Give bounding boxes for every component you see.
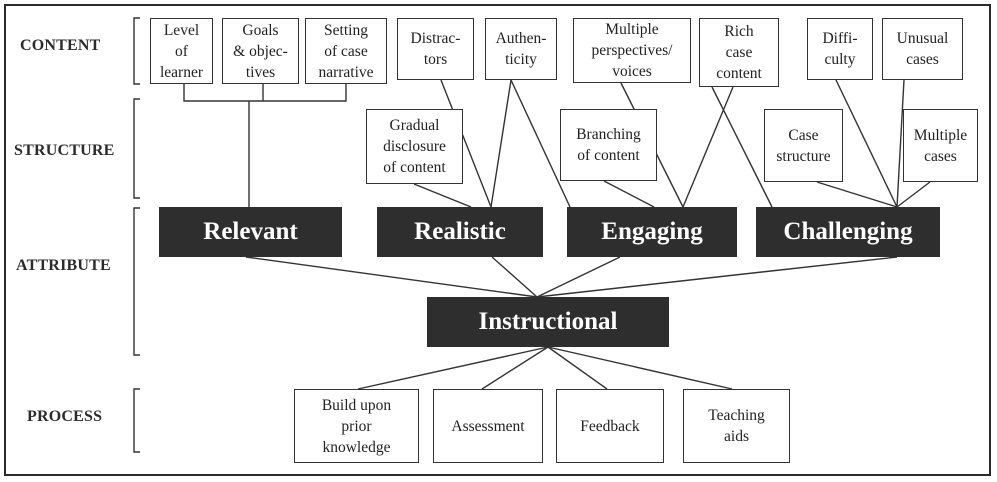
- content-box-rich-case-content: Rich case content: [699, 18, 779, 87]
- connector-rich-engaging: [682, 86, 734, 208]
- attribute-realistic: Realistic: [377, 207, 543, 257]
- connector-difficulty-challenging: [835, 79, 898, 208]
- connector-authenticity-engaging: [510, 79, 571, 208]
- content-box-authenticity: Authen- ticity: [485, 18, 557, 80]
- connector-realistic-instructional: [491, 256, 538, 298]
- row-label-attribute: ATTRIBUTE: [16, 257, 111, 274]
- attribute-challenging: Challenging: [756, 207, 940, 257]
- connector-engaging-instructional: [536, 256, 621, 298]
- connector-rich-challenging: [711, 86, 773, 208]
- bracket-content: [133, 17, 140, 85]
- content-box-level-of-learner: Level of learner: [150, 18, 213, 84]
- content-box-unusual-cases: Unusual cases: [882, 18, 963, 80]
- structure-box-multiple-cases: Multiple cases: [903, 109, 978, 182]
- connector-authenticity-realistic: [490, 79, 512, 208]
- content-box-difficulty: Diffi- culty: [807, 18, 873, 80]
- content-box-distractors: Distrac- tors: [397, 18, 474, 80]
- row-label-process: PROCESS: [27, 408, 103, 425]
- central-instructional: Instructional: [427, 297, 669, 347]
- connector-relevant-instructional: [245, 256, 538, 298]
- connector-multiplecases-challenging: [896, 181, 931, 208]
- structure-box-case-structure: Case structure: [764, 109, 843, 182]
- attribute-engaging: Engaging: [567, 207, 737, 257]
- content-box-goals-objectives: Goals & objec- tives: [222, 18, 299, 84]
- content-box-setting-case-narrative: Setting of case narrative: [305, 18, 387, 84]
- connector-relevant-group: [183, 84, 347, 207]
- connector-branching-engaging: [603, 180, 655, 208]
- connector-instructional-teachingaids: [547, 346, 733, 390]
- connector-challenging-instructional: [536, 256, 898, 298]
- process-box-assessment: Assessment: [433, 389, 543, 463]
- bracket-process: [133, 388, 140, 453]
- connector-casestructure-challenging: [816, 181, 898, 208]
- diagram-frame: [4, 4, 991, 476]
- structure-box-branching-content: Branching of content: [560, 109, 657, 181]
- connector-instructional-priorknowledge: [357, 346, 549, 390]
- attribute-relevant: Relevant: [159, 207, 342, 257]
- connector-instructional-feedback: [547, 346, 608, 390]
- process-box-teaching-aids: Teaching aids: [683, 389, 790, 463]
- process-box-prior-knowledge: Build upon prior knowledge: [294, 389, 419, 463]
- connector-unusual-challenging: [896, 79, 905, 208]
- structure-box-gradual-disclosure: Gradual disclosure of content: [366, 109, 463, 184]
- connector-distractors-realistic: [440, 79, 492, 208]
- row-label-content: CONTENT: [20, 37, 101, 54]
- bracket-attribute: [133, 207, 140, 356]
- connector-gradual-realistic: [413, 183, 472, 208]
- connector-instructional-assessment: [481, 346, 549, 390]
- process-box-feedback: Feedback: [556, 389, 664, 463]
- content-box-multiple-perspectives: Multiple perspectives/ voices: [573, 18, 691, 83]
- bracket-structure: [133, 98, 140, 199]
- row-label-structure: STRUCTURE: [14, 142, 115, 159]
